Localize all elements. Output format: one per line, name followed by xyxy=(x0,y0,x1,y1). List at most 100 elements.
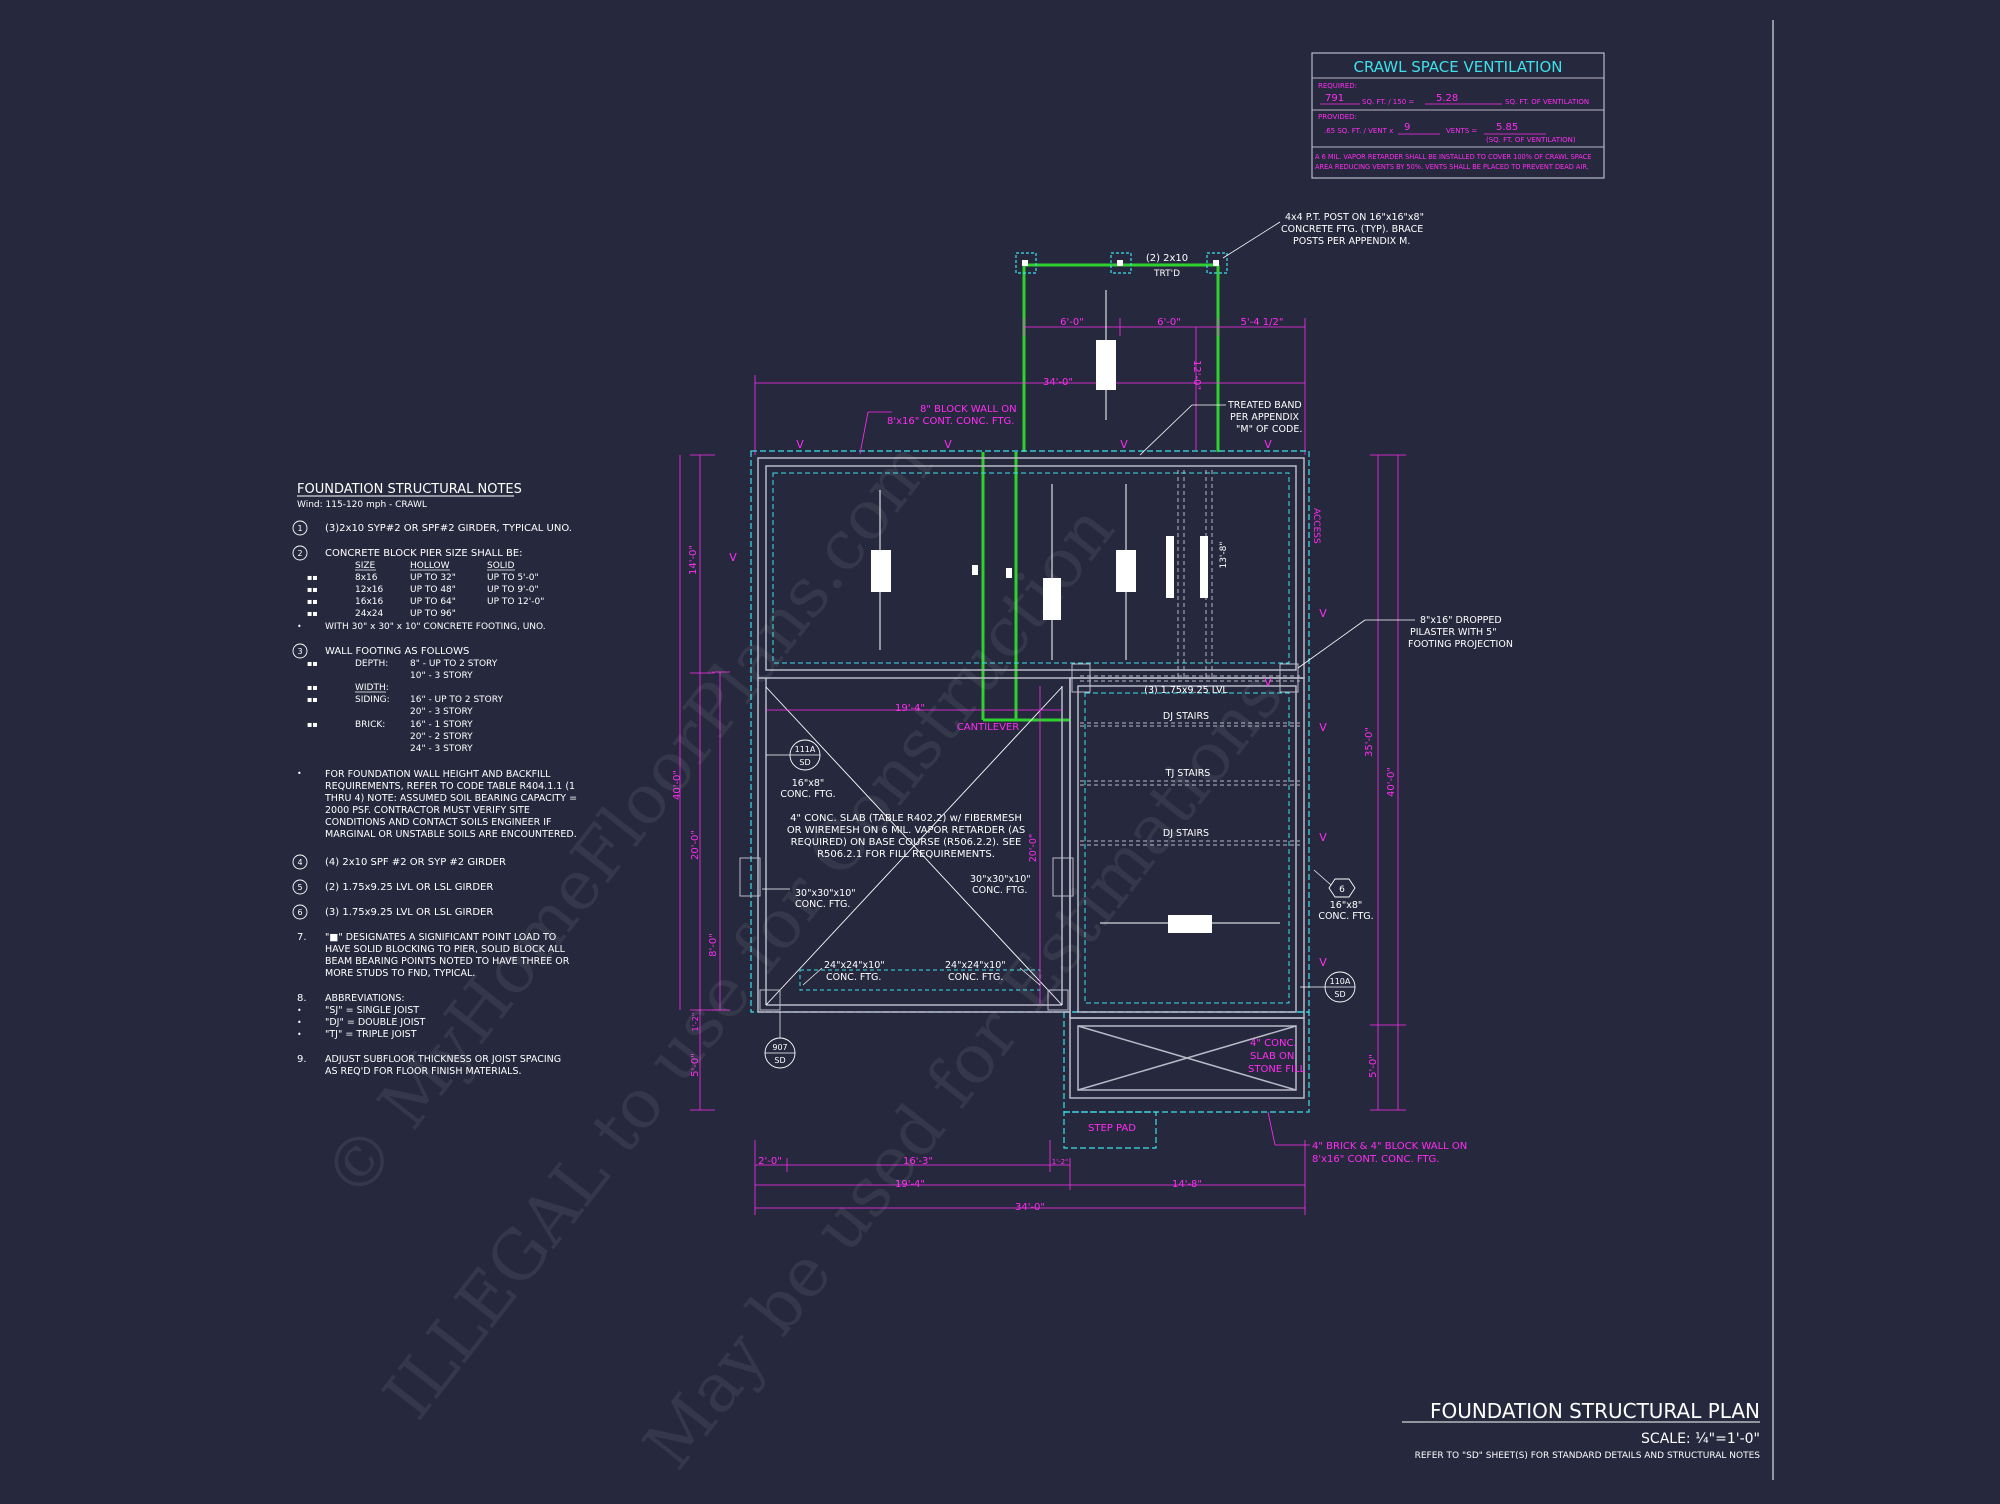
step-pad-label: STEP PAD xyxy=(1088,1123,1136,1134)
svg-text:▪▪: ▪▪ xyxy=(307,683,318,692)
vent-top-4: V xyxy=(1264,438,1272,451)
dim-left-40ft: 40'-0" xyxy=(672,770,683,800)
note-number-2: 2 xyxy=(297,549,302,558)
pier-row-1-size: 8x16 xyxy=(355,573,378,583)
svg-text:CONC. FTG.: CONC. FTG. xyxy=(795,899,850,910)
depth-2: 10" - 3 STORY xyxy=(410,671,473,681)
svg-text:▪▪: ▪▪ xyxy=(307,720,318,729)
svg-text:FOR FOUNDATION WALL HEIGHT AND: FOR FOUNDATION WALL HEIGHT AND BACKFILL xyxy=(325,769,551,780)
svg-text:SLAB ON: SLAB ON xyxy=(1250,1051,1294,1062)
ftg-16x8-upper-size: 16"x8" xyxy=(792,778,825,789)
depth-1: 8" - UP TO 2 STORY xyxy=(410,659,498,669)
notes-wind: Wind: 115-120 mph - CRAWL xyxy=(297,500,427,510)
required-factor: SQ. FT. / 150 = xyxy=(1362,98,1414,106)
post-note: 4x4 P.T. POST ON 16"x16"x8" CONCRETE FTG… xyxy=(1222,212,1424,259)
note-8: ABBREVIATIONS: xyxy=(325,993,405,1004)
dim-right-40ft: 40'-0" xyxy=(1386,767,1397,797)
pier-row-1-solid: UP TO 5'-0" xyxy=(487,573,539,583)
note-number-1: 1 xyxy=(297,524,302,533)
dim-porch-6ft-right: 6'-0" xyxy=(1157,317,1181,328)
svg-text:8"x16" DROPPED: 8"x16" DROPPED xyxy=(1420,615,1502,626)
svg-text:▪▪: ▪▪ xyxy=(307,597,318,606)
dim-porch-6ft-left: 6'-0" xyxy=(1060,317,1084,328)
conc-slab-label: 4" CONC. SLAB ON STONE FILL xyxy=(1248,1038,1306,1075)
pier-row-4-size: 24x24 xyxy=(355,609,384,619)
pier-blocks xyxy=(871,340,1212,933)
note-number-5: 5 xyxy=(297,883,302,892)
note-number-7: 7. xyxy=(297,932,307,943)
pier-row-1-hollow: UP TO 32" xyxy=(410,573,456,583)
dim-bottom-2ft: 2'-0" xyxy=(758,1156,782,1167)
ftg-16x8-upper-label: CONC. FTG. xyxy=(780,789,835,800)
left-dimensions: 14'-0" 40'-0" 20'-0" 8'-0" 1'-2" 5'-0" xyxy=(672,454,730,1111)
svg-text:AS REQ'D FOR FLOOR FINISH MATE: AS REQ'D FOR FLOOR FINISH MATERIALS. xyxy=(325,1066,522,1077)
svg-text:"DJ" = DOUBLE JOIST: "DJ" = DOUBLE JOIST xyxy=(325,1017,426,1028)
pier-row-2-size: 12x16 xyxy=(355,585,384,595)
ftg-30-right: 30"x30"x10" CONC. FTG. xyxy=(970,874,1031,896)
block-wall-label: 8" BLOCK WALL ON 8'x16" CONT. CONC. FTG. xyxy=(859,404,1017,455)
dim-left-1ft: 1'-2" xyxy=(691,1013,700,1032)
provided-label: PROVIDED: xyxy=(1318,113,1357,121)
crawlspace-outline xyxy=(772,472,1290,1004)
note-number-8: 8. xyxy=(297,993,307,1004)
svg-text:8" BLOCK WALL ON: 8" BLOCK WALL ON xyxy=(920,404,1017,415)
dim-inner-20ft: 20'-0" xyxy=(1028,834,1039,863)
footing-dashed xyxy=(799,969,1041,991)
note-number-4: 4 xyxy=(297,858,302,867)
pier-header-solid: SOLID xyxy=(487,561,514,571)
svg-text:THRU 4) NOTE: ASSUMED SOIL BEA: THRU 4) NOTE: ASSUMED SOIL BEARING CAPAC… xyxy=(324,793,577,804)
svg-text:"■" DESIGNATES A SIGNIFICANT P: "■" DESIGNATES A SIGNIFICANT POINT LOAD … xyxy=(325,932,556,943)
provided-vents: 9 xyxy=(1404,122,1410,133)
svg-text:▪▪: ▪▪ xyxy=(307,695,318,704)
pier-row-3-size: 16x16 xyxy=(355,597,384,607)
note-2: CONCRETE BLOCK PIER SIZE SHALL BE: xyxy=(325,548,523,559)
svg-text:▪▪: ▪▪ xyxy=(307,573,318,582)
dim-bottom-1ft: 1'-2" xyxy=(1052,1158,1069,1166)
backfill-note: FOR FOUNDATION WALL HEIGHT AND BACKFILL … xyxy=(324,769,577,840)
note-4: (4) 2x10 SPF #2 OR SYP #2 GIRDER xyxy=(325,857,506,868)
svg-text:8'x16" CONT. CONC. FTG.: 8'x16" CONT. CONC. FTG. xyxy=(1312,1154,1439,1165)
note-7: "■" DESIGNATES A SIGNIFICANT POINT LOAD … xyxy=(325,932,570,979)
dim-left-8ft: 8'-0" xyxy=(708,933,719,957)
slab-note: 4" CONC. SLAB (TABLE R402.2) w/ FIBERMES… xyxy=(787,813,1025,860)
note-1: (3)2x10 SYP#2 OR SPF#2 GIRDER, TYPICAL U… xyxy=(325,523,572,534)
section-tag-111a: 111A SD xyxy=(766,739,821,771)
dim-bottom-14ft: 14'-8" xyxy=(1172,1179,1202,1190)
provided-result: 5.85 xyxy=(1496,122,1518,133)
dim-left-20ft: 20'-0" xyxy=(690,830,701,860)
required-unit: SQ. FT. OF VENTILATION xyxy=(1505,98,1589,106)
svg-text:HAVE SOLID BLOCKING TO PIER, S: HAVE SOLID BLOCKING TO PIER, SOLID BLOCK… xyxy=(325,944,566,955)
ventilation-note-2: AREA REDUCING VENTS BY 50%. VENTS SHALL … xyxy=(1315,163,1589,171)
svg-text:24"x24"x10": 24"x24"x10" xyxy=(945,960,1006,971)
svg-text:CONDITIONS AND CONTACT SOILS E: CONDITIONS AND CONTACT SOILS ENGINEER IF xyxy=(325,817,552,828)
ftg-24-right: 24"x24"x10" CONC. FTG. xyxy=(945,960,1041,986)
svg-text:30"x30"x10": 30"x30"x10" xyxy=(795,888,856,899)
vent-right-4: V xyxy=(1319,956,1327,969)
svg-text:8'x16" CONT. CONC. FTG.: 8'x16" CONT. CONC. FTG. xyxy=(887,416,1014,427)
siding-label: SIDING: xyxy=(355,695,390,705)
svg-text:MARGINAL OR UNSTABLE SOILS ARE: MARGINAL OR UNSTABLE SOILS ARE ENCOUNTER… xyxy=(325,829,577,840)
vent-markers: V V V V V V V V V V xyxy=(729,438,1327,969)
ftg-24-left: 24"x24"x10" CONC. FTG. xyxy=(802,960,885,986)
svg-text:"SJ" = SINGLE JOIST: "SJ" = SINGLE JOIST xyxy=(325,1005,419,1016)
bottom-dimensions: 2'-0" 16'-3" 1'-2" 19'-4" 14'-8" 34'-0" xyxy=(754,1140,1306,1215)
vent-right-1: V xyxy=(1319,607,1327,620)
pier-row-2-hollow: UP TO 48" xyxy=(410,585,456,595)
foundation-plan: (2) 2x10 TRT'D 4x4 P.T. POST ON 16"x16"x… xyxy=(672,212,1513,1215)
dim-interior-19ft: 19'-4" xyxy=(766,703,1062,714)
porch-post-footings xyxy=(1015,252,1228,274)
pier-row-3-hollow: UP TO 64" xyxy=(410,597,456,607)
dj-stairs-lower: DJ STAIRS xyxy=(1163,828,1209,839)
pier-row-2-solid: UP TO 9'-0" xyxy=(487,585,539,595)
ventilation-title: CRAWL SPACE VENTILATION xyxy=(1354,58,1563,76)
notes-title: FOUNDATION STRUCTURAL NOTES xyxy=(297,482,522,497)
depth-label: DEPTH: xyxy=(355,659,388,669)
svg-text:CONC. FTG.: CONC. FTG. xyxy=(826,972,881,983)
svg-text:R506.2.1 FOR FILL REQUIREMENTS: R506.2.1 FOR FILL REQUIREMENTS. xyxy=(817,849,995,860)
porch-dimensions: 6'-0" 6'-0" 5'-4 1/2" 12'-0" 34'-0" xyxy=(754,317,1306,455)
note-5: (2) 1.75x9.25 LVL OR LSL GIRDER xyxy=(325,882,493,893)
vent-top-2: V xyxy=(944,438,952,451)
svg-text:PILASTER WITH 5": PILASTER WITH 5" xyxy=(1410,627,1497,638)
svg-text:STONE FILL: STONE FILL xyxy=(1248,1064,1306,1075)
